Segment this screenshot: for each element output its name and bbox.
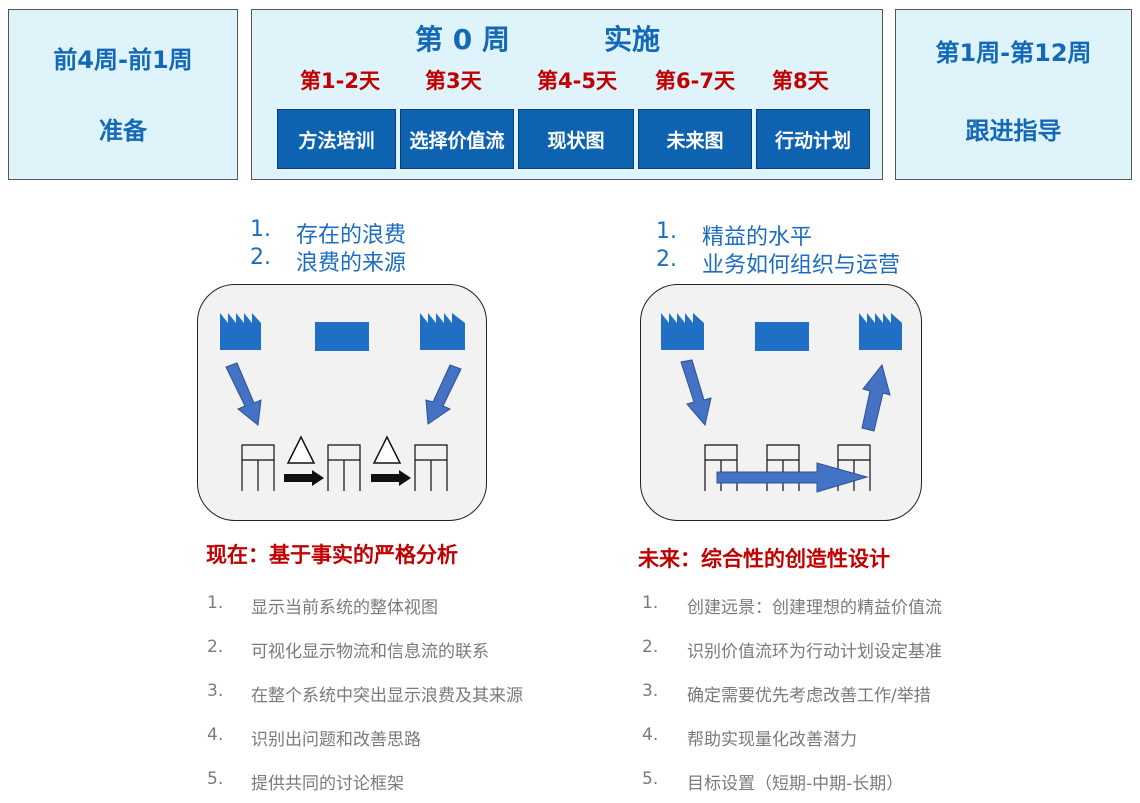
list-number: 1. <box>250 217 271 242</box>
list-number: 3. <box>642 681 659 701</box>
list-number: 3. <box>207 681 224 701</box>
continuous-flow-arrow-icon <box>716 462 869 493</box>
factory-icon <box>859 313 902 350</box>
current-state-diagram <box>197 284 487 521</box>
step-method-training: 方法培训 <box>277 109 396 169</box>
implementation-title: 实施 <box>604 23 661 56</box>
follow-up-label: 跟进指导 <box>965 117 1062 145</box>
material-flow-arrow-icon <box>425 364 462 425</box>
prep-phase-box: 前4周-前1周 准备 <box>8 9 238 180</box>
list-number: 1. <box>207 593 224 613</box>
list-number: 4. <box>642 725 659 745</box>
follow-up-box: 第1周-第12周 跟进指导 <box>895 9 1132 180</box>
prep-period: 前4周-前1周 <box>53 46 193 74</box>
process-cell-icon <box>241 444 275 491</box>
step-current-state-map: 现状图 <box>518 109 634 169</box>
step-action-plan: 行动计划 <box>756 109 870 169</box>
day-label: 第4-5天 <box>537 69 617 93</box>
current-state-title: 现在：基于事实的严格分析 <box>206 543 458 567</box>
day-label: 第3天 <box>425 69 482 93</box>
list-item: 确定需要优先考虑改善工作/举措 <box>687 686 931 706</box>
list-item: 目标设置（短期-中期-长期） <box>687 774 904 794</box>
material-flow-arrow-icon <box>861 363 891 432</box>
prep-label: 准备 <box>99 117 147 145</box>
follow-up-period: 第1周-第12周 <box>935 39 1092 67</box>
push-arrow-icon <box>284 470 324 486</box>
list-item: 在整个系统中突出显示浪费及其来源 <box>251 686 523 706</box>
list-number: 1. <box>656 219 677 244</box>
process-box-icon <box>755 322 809 351</box>
future-state-diagram <box>640 284 922 521</box>
push-arrow-icon <box>371 470 411 486</box>
list-number: 2. <box>207 637 224 657</box>
day-label: 第1-2天 <box>300 69 380 93</box>
list-item: 显示当前系统的整体视图 <box>251 598 438 618</box>
list-number: 2. <box>656 247 677 272</box>
day-label: 第8天 <box>772 69 829 93</box>
list-item: 业务如何组织与运营 <box>702 253 901 278</box>
list-item: 存在的浪费 <box>296 223 407 248</box>
material-flow-arrow-icon <box>225 362 262 426</box>
list-number: 2. <box>250 245 271 270</box>
material-flow-arrow-icon <box>680 359 712 427</box>
inventory-triangle-icon <box>372 435 402 464</box>
list-number: 1. <box>642 593 659 613</box>
process-cell-icon <box>327 444 361 491</box>
week-zero-label: 第 0 周 <box>415 23 510 56</box>
list-item: 精益的水平 <box>702 225 813 250</box>
list-item: 识别出问题和改善思路 <box>251 730 421 750</box>
process-cell-icon <box>704 444 738 491</box>
list-number: 5. <box>642 769 659 789</box>
list-item: 帮助实现量化改善潜力 <box>687 730 857 750</box>
factory-icon <box>220 313 261 350</box>
process-cell-icon <box>766 444 800 491</box>
list-item: 浪费的来源 <box>296 251 407 276</box>
list-item: 提供共同的讨论框架 <box>251 774 404 794</box>
list-number: 2. <box>642 637 659 657</box>
process-box-icon <box>315 322 369 351</box>
factory-icon <box>661 313 704 350</box>
factory-icon <box>420 313 465 350</box>
future-state-map-graphic <box>661 313 902 493</box>
step-future-state-map: 未来图 <box>638 109 752 169</box>
list-item: 创建远景：创建理想的精益价值流 <box>687 598 942 618</box>
list-item: 可视化显示物流和信息流的联系 <box>251 642 489 662</box>
future-state-title: 未来：综合性的创造性设计 <box>638 547 890 571</box>
step-select-value-stream: 选择价值流 <box>400 109 514 169</box>
inventory-triangle-icon <box>286 435 316 464</box>
list-item: 识别价值流环为行动计划设定基准 <box>687 642 942 662</box>
list-number: 5. <box>207 769 224 789</box>
current-state-map-graphic <box>220 313 465 491</box>
process-cell-icon <box>414 444 448 491</box>
day-label: 第6-7天 <box>655 69 735 93</box>
list-number: 4. <box>207 725 224 745</box>
